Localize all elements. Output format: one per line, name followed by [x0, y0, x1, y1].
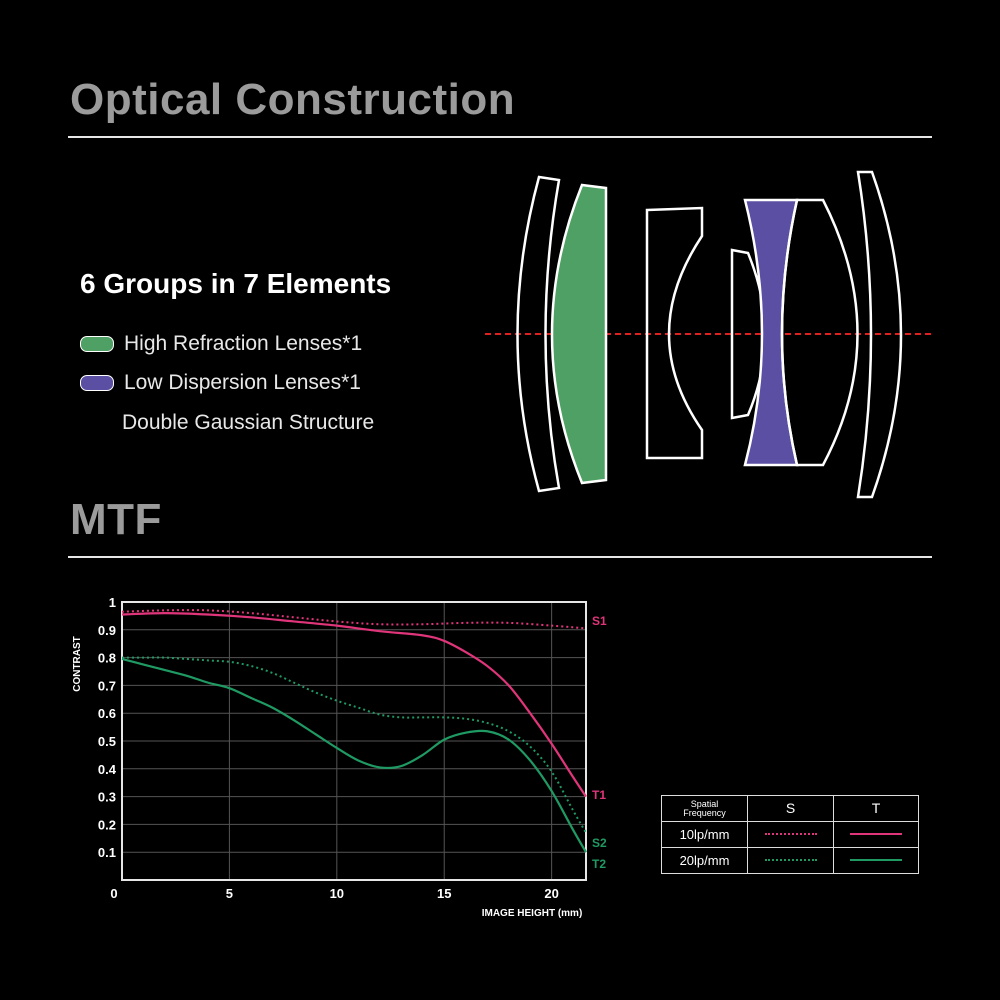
frequency-label-text: 10lp/mm	[679, 826, 730, 842]
lens-element-6	[780, 198, 859, 467]
legend-high-refraction: High Refraction Lenses*1	[80, 332, 362, 356]
frequency-label: 20lp/mm	[661, 847, 748, 874]
y-tick-label: 0.6	[98, 706, 116, 721]
series-line-t2	[121, 657, 587, 853]
s-header-text: S	[785, 799, 796, 816]
frequency-label-text: 20lp/mm	[679, 852, 730, 868]
mtf-chart: 0.1 0.2 0.3 0.4 0.5 0.6 0.7 0.8 0.9 1 0 5 10 15 20 S1…	[72, 595, 607, 919]
y-tick-label: 1	[109, 595, 116, 610]
x-tick-label: 10	[330, 886, 344, 901]
t-sample-cell	[833, 821, 919, 848]
solid-line-sample	[850, 859, 902, 862]
t-column-header: T	[833, 795, 919, 822]
header-line2: Frequency	[683, 807, 726, 818]
series-line-s1	[121, 609, 587, 630]
structure-note-text: Double Gaussian Structure	[122, 411, 375, 434]
spatial-frequency-header: Spatial Frequency	[661, 795, 748, 822]
legend-low-dispersion: Low Dispersion Lenses*1	[80, 371, 361, 395]
x-axis-label: IMAGE HEIGHT (mm)	[482, 908, 583, 919]
series-lines	[121, 609, 587, 853]
y-tick-label: 0.1	[98, 845, 116, 860]
header-line1: Spatial	[690, 798, 719, 809]
lens-element-1	[516, 175, 561, 493]
table-row: 20lp/mm	[661, 847, 919, 874]
chart-grid	[122, 602, 586, 880]
y-axis-label: CONTRAST	[72, 636, 83, 692]
y-tick-label: 0.3	[98, 790, 116, 805]
frequency-label: 10lp/mm	[661, 821, 748, 848]
s-sample-cell	[747, 821, 834, 848]
lens-element-2-high-refraction	[550, 183, 608, 485]
optical-construction-title: Optical Construction	[70, 75, 516, 124]
table-row: 10lp/mm	[661, 821, 919, 848]
section-divider	[68, 136, 932, 138]
s-sample-cell	[747, 847, 834, 874]
series-label-t1: T1	[592, 788, 606, 802]
y-tick-label: 0.4	[98, 762, 117, 777]
lens-element-7	[856, 170, 903, 499]
lens-element-3	[645, 206, 704, 460]
y-tick-label: 0.8	[98, 651, 116, 666]
series-label-s2: S2	[592, 836, 607, 850]
legend-label: Low Dispersion Lenses*1	[124, 371, 361, 394]
plot-area-frame	[121, 601, 587, 881]
x-tick-label: 20	[544, 886, 558, 901]
spatial-frequency-legend: Spatial Frequency S T 10lp/mm 20lp/mm	[661, 795, 919, 874]
x-tick-label: 15	[437, 886, 451, 901]
x-tick-label: 5	[226, 886, 233, 901]
legend-label: High Refraction Lenses*1	[124, 332, 363, 355]
groups-heading: 6 Groups in 7 Elements	[80, 268, 392, 299]
series-label-s1: S1	[592, 614, 607, 628]
dotted-line-sample	[764, 833, 817, 836]
y-tick-label: 0.7	[98, 678, 116, 693]
structure-note: Double Gaussian Structure	[122, 411, 374, 435]
x-tick-labels: 0 5 10 15 20	[110, 886, 558, 901]
series-label-t2: T2	[592, 857, 606, 871]
x-tick-label: 0	[110, 886, 117, 901]
y-tick-labels: 0.1 0.2 0.3 0.4 0.5 0.6 0.7 0.8 0.9 1	[98, 595, 117, 860]
lens-diagram	[485, 170, 932, 499]
section-divider	[68, 556, 932, 558]
t-sample-cell	[833, 847, 919, 874]
dotted-line-sample	[764, 859, 817, 862]
series-line-t1	[121, 612, 587, 798]
y-tick-label: 0.9	[98, 623, 116, 638]
y-tick-label: 0.2	[98, 817, 116, 832]
y-tick-label: 0.5	[98, 734, 116, 749]
t-header-text: T	[871, 799, 881, 816]
s-column-header: S	[747, 795, 834, 822]
mtf-title: MTF	[70, 495, 162, 544]
series-line-s2	[121, 656, 587, 834]
solid-line-sample	[850, 833, 902, 836]
high-refraction-swatch	[80, 336, 114, 352]
low-dispersion-swatch	[80, 375, 114, 391]
